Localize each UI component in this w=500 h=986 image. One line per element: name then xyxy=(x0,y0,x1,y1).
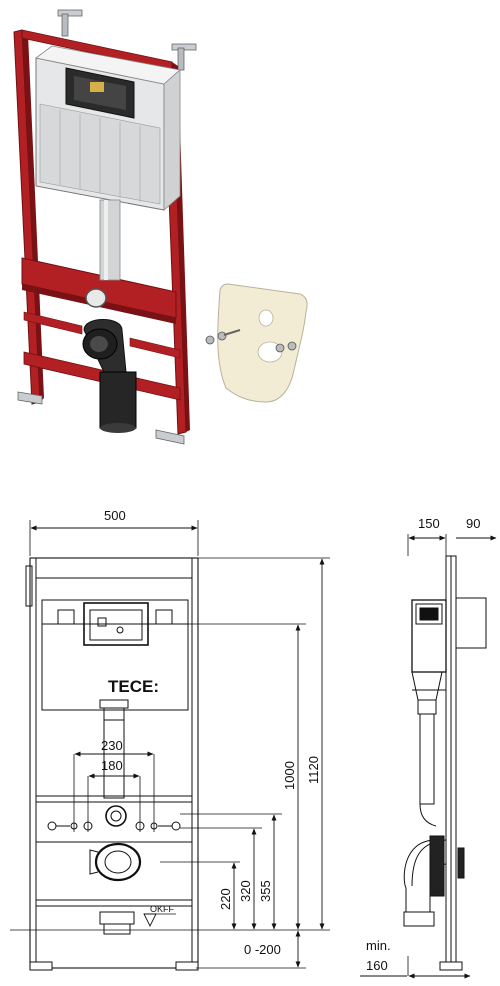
cistern xyxy=(35,45,181,211)
dim-depth-panel-label: 90 xyxy=(466,516,480,531)
dim-adjust-label: 0 -200 xyxy=(244,942,281,957)
dim-height-total-label: 1120 xyxy=(306,756,321,784)
dim-bolts-inner: 180 xyxy=(88,758,140,779)
dim-height-355: 355 xyxy=(258,814,277,930)
dim-width: 500 xyxy=(29,508,199,556)
top-bracket-right xyxy=(171,43,197,71)
dim-height-220-label: 220 xyxy=(218,888,233,910)
dim-depth-frame-label: 150 xyxy=(418,516,440,531)
floor-level-symbol: OKFF xyxy=(143,904,176,928)
dim-extension-lines xyxy=(10,557,330,969)
dim-height-total: 1120 xyxy=(306,558,325,930)
dim-min-label: min. xyxy=(366,938,391,953)
front-drawing xyxy=(25,557,199,971)
flush-outlet xyxy=(85,288,107,308)
product-render xyxy=(13,9,197,445)
dim-adjust: 0 -200 xyxy=(244,930,301,968)
tece-brand-logo: TECE: xyxy=(108,677,159,696)
fixing-bolts xyxy=(205,329,297,353)
dim-height-cistern-label: 1000 xyxy=(282,761,297,790)
dim-width-label: 500 xyxy=(104,508,126,523)
dim-bolts-outer: 230 xyxy=(74,738,154,757)
drain-pipe xyxy=(82,319,137,433)
dim-height-cistern: 1000 xyxy=(282,624,301,930)
dim-height-355-label: 355 xyxy=(258,880,273,902)
dim-side-min: min. 160 xyxy=(360,938,471,979)
floor-level-label: OKFF xyxy=(150,904,175,914)
dim-bolts-inner-label: 180 xyxy=(101,758,123,773)
dim-bolts-outer-label: 230 xyxy=(101,738,123,753)
side-drawing xyxy=(403,555,487,971)
dim-side-depth: 150 90 xyxy=(407,516,497,556)
dim-height-320-label: 320 xyxy=(238,880,253,902)
dim-height-220: 220 xyxy=(218,862,237,930)
top-bracket-left xyxy=(57,9,83,37)
dim-height-320: 320 xyxy=(238,828,257,930)
foot-right xyxy=(155,429,185,445)
actuation-box xyxy=(65,67,135,119)
flush-pipe xyxy=(99,199,121,281)
foot-left xyxy=(17,391,43,405)
sound-insulation-pad xyxy=(217,283,308,403)
dim-min-value: 160 xyxy=(366,958,388,973)
